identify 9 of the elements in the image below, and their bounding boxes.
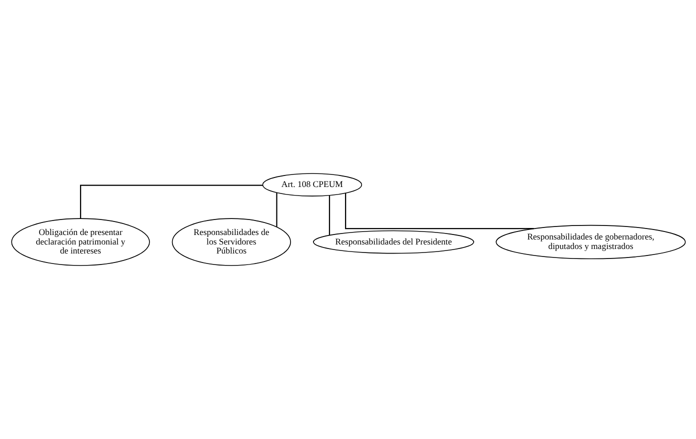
node-ellipse: Responsabilidades de gobernadores, diputados y magistrados bbox=[495, 224, 686, 260]
node-ellipse: Responsabilidades del Presidente bbox=[312, 230, 474, 254]
connector bbox=[328, 196, 330, 236]
connector bbox=[276, 192, 277, 227]
node-ellipse: Obligación de presentar declaración patrimonial y de intereses bbox=[10, 218, 150, 266]
node-ellipse: Art. 108 CPEUM bbox=[262, 173, 362, 196]
connector bbox=[344, 193, 534, 230]
connector bbox=[80, 184, 262, 218]
node-ellipse: Responsabilidades de los Servidores Públicos bbox=[171, 218, 290, 266]
